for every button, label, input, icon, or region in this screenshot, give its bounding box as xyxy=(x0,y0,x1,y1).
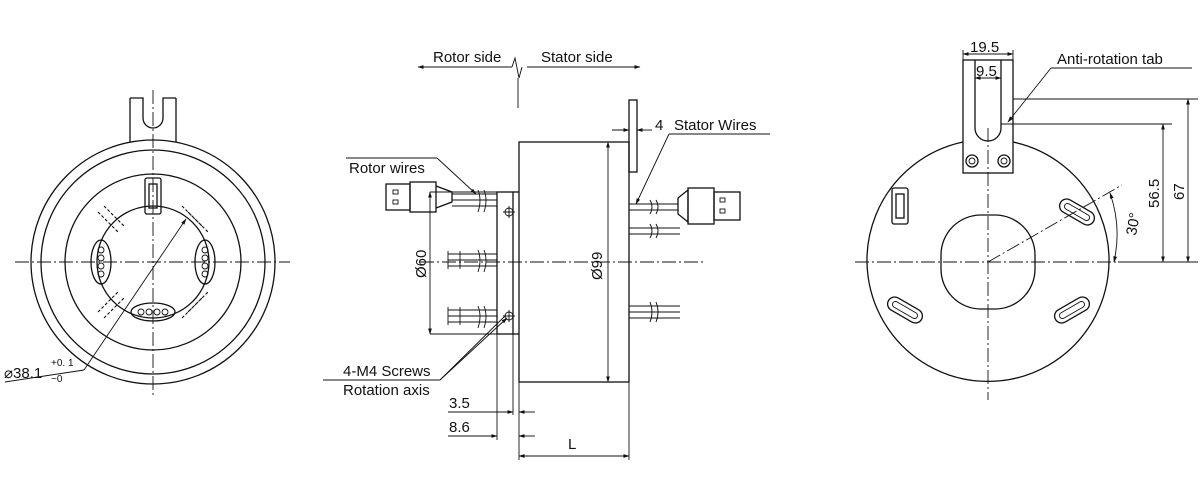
rotor-usb-plug xyxy=(385,183,411,211)
tab-height-label: 67 xyxy=(1171,183,1188,200)
slot-height-label: 56.5 xyxy=(1146,179,1163,208)
anti-rotation-tab xyxy=(129,97,177,142)
length-label: L xyxy=(568,436,576,453)
bore-diameter-label: ⌀38.1 xyxy=(4,365,42,382)
screws-label: 4-M4 Screws xyxy=(343,363,431,380)
tab-thickness-label: 4 xyxy=(655,117,663,134)
angle-arc xyxy=(1109,192,1118,263)
body-diameter-label: Ø99 xyxy=(589,252,606,280)
stator-tab-slot xyxy=(974,60,1002,142)
rotor-wire-bundle-low xyxy=(447,305,497,329)
rotor-wires-label: Rotor wires xyxy=(349,160,425,177)
break-symbol xyxy=(511,56,523,79)
rotor-side-label: Rotor side xyxy=(433,49,501,66)
main-body xyxy=(518,141,630,383)
stator-side-label: Stator side xyxy=(541,49,613,66)
stator-connector-port xyxy=(891,187,909,225)
rotor-flange xyxy=(496,191,514,335)
screws-leader xyxy=(439,317,508,381)
flange-thickness-label: 3.5 xyxy=(449,395,470,412)
stator-bore xyxy=(940,214,1036,310)
flange-offset-label: 8.6 xyxy=(449,419,470,436)
slot-width-label: 9.5 xyxy=(976,63,997,80)
bore-tol-upper: +0. 1 xyxy=(51,358,74,369)
stator-outer-circle xyxy=(866,141,1110,383)
bore-tol-lower: −0 xyxy=(51,374,63,385)
stator-wires-leader xyxy=(635,133,670,205)
rotor-connector-top-port xyxy=(148,183,158,209)
stator-wire-bundle-top xyxy=(629,199,678,215)
wire-pod-bottom xyxy=(130,302,176,322)
tab-width-label: 19.5 xyxy=(970,39,999,56)
stator-usb-plug xyxy=(713,191,741,221)
angle-reference-line xyxy=(987,184,1123,263)
rotor-wires-leader xyxy=(436,157,477,195)
rotor-wire-bundle-mid xyxy=(447,249,497,273)
anti-rotation-tab-leader xyxy=(1007,67,1052,123)
stator-tab xyxy=(628,99,638,173)
stator-wire-bundle-low xyxy=(629,301,680,323)
wire-pod-left xyxy=(90,239,112,285)
flange-diameter-label: Ø60 xyxy=(413,250,430,278)
rotor-connector-top xyxy=(144,177,162,215)
bore-circle xyxy=(96,205,210,319)
stator-wires-label: Stator Wires xyxy=(674,117,757,134)
screw-hole-ur xyxy=(181,205,209,233)
screw-hole-ll xyxy=(97,291,125,319)
stator-side-view: 30° 19.5 9.5 Anti-rotation tab 56.5 67 xyxy=(855,39,1198,400)
screw-hole-lr xyxy=(181,291,209,319)
stator-slot-upper-right xyxy=(1058,198,1096,226)
rotation-axis-label: Rotation axis xyxy=(343,382,430,399)
angle-label: 30° xyxy=(1123,211,1144,236)
bore-leader xyxy=(83,218,187,371)
stator-usb-body xyxy=(687,187,715,225)
rotor-side-view: ⌀38.1 +0. 1 −0 xyxy=(4,90,290,395)
flange-circle xyxy=(64,173,242,351)
housing-inner-circle xyxy=(40,149,266,375)
anti-rotation-tab-label: Anti-rotation tab xyxy=(1057,51,1163,68)
stator-slot-lower-right xyxy=(1053,296,1091,324)
rotor-usb-boot xyxy=(435,185,453,209)
stator-slot-lower-left xyxy=(886,296,924,324)
tab-hole-right xyxy=(997,154,1011,168)
screw-hole-ul xyxy=(97,205,125,233)
stator-usb-boot xyxy=(677,188,689,224)
stator-wire-bundle-mid xyxy=(629,223,680,239)
tab-hole-left xyxy=(965,154,979,168)
wire-pod-right xyxy=(194,239,216,285)
rotor-usb-body xyxy=(409,181,437,213)
bore-leader-shelf xyxy=(4,369,85,383)
side-view: Rotor side Stator side xyxy=(323,49,770,460)
outer-housing-circle xyxy=(30,139,276,385)
